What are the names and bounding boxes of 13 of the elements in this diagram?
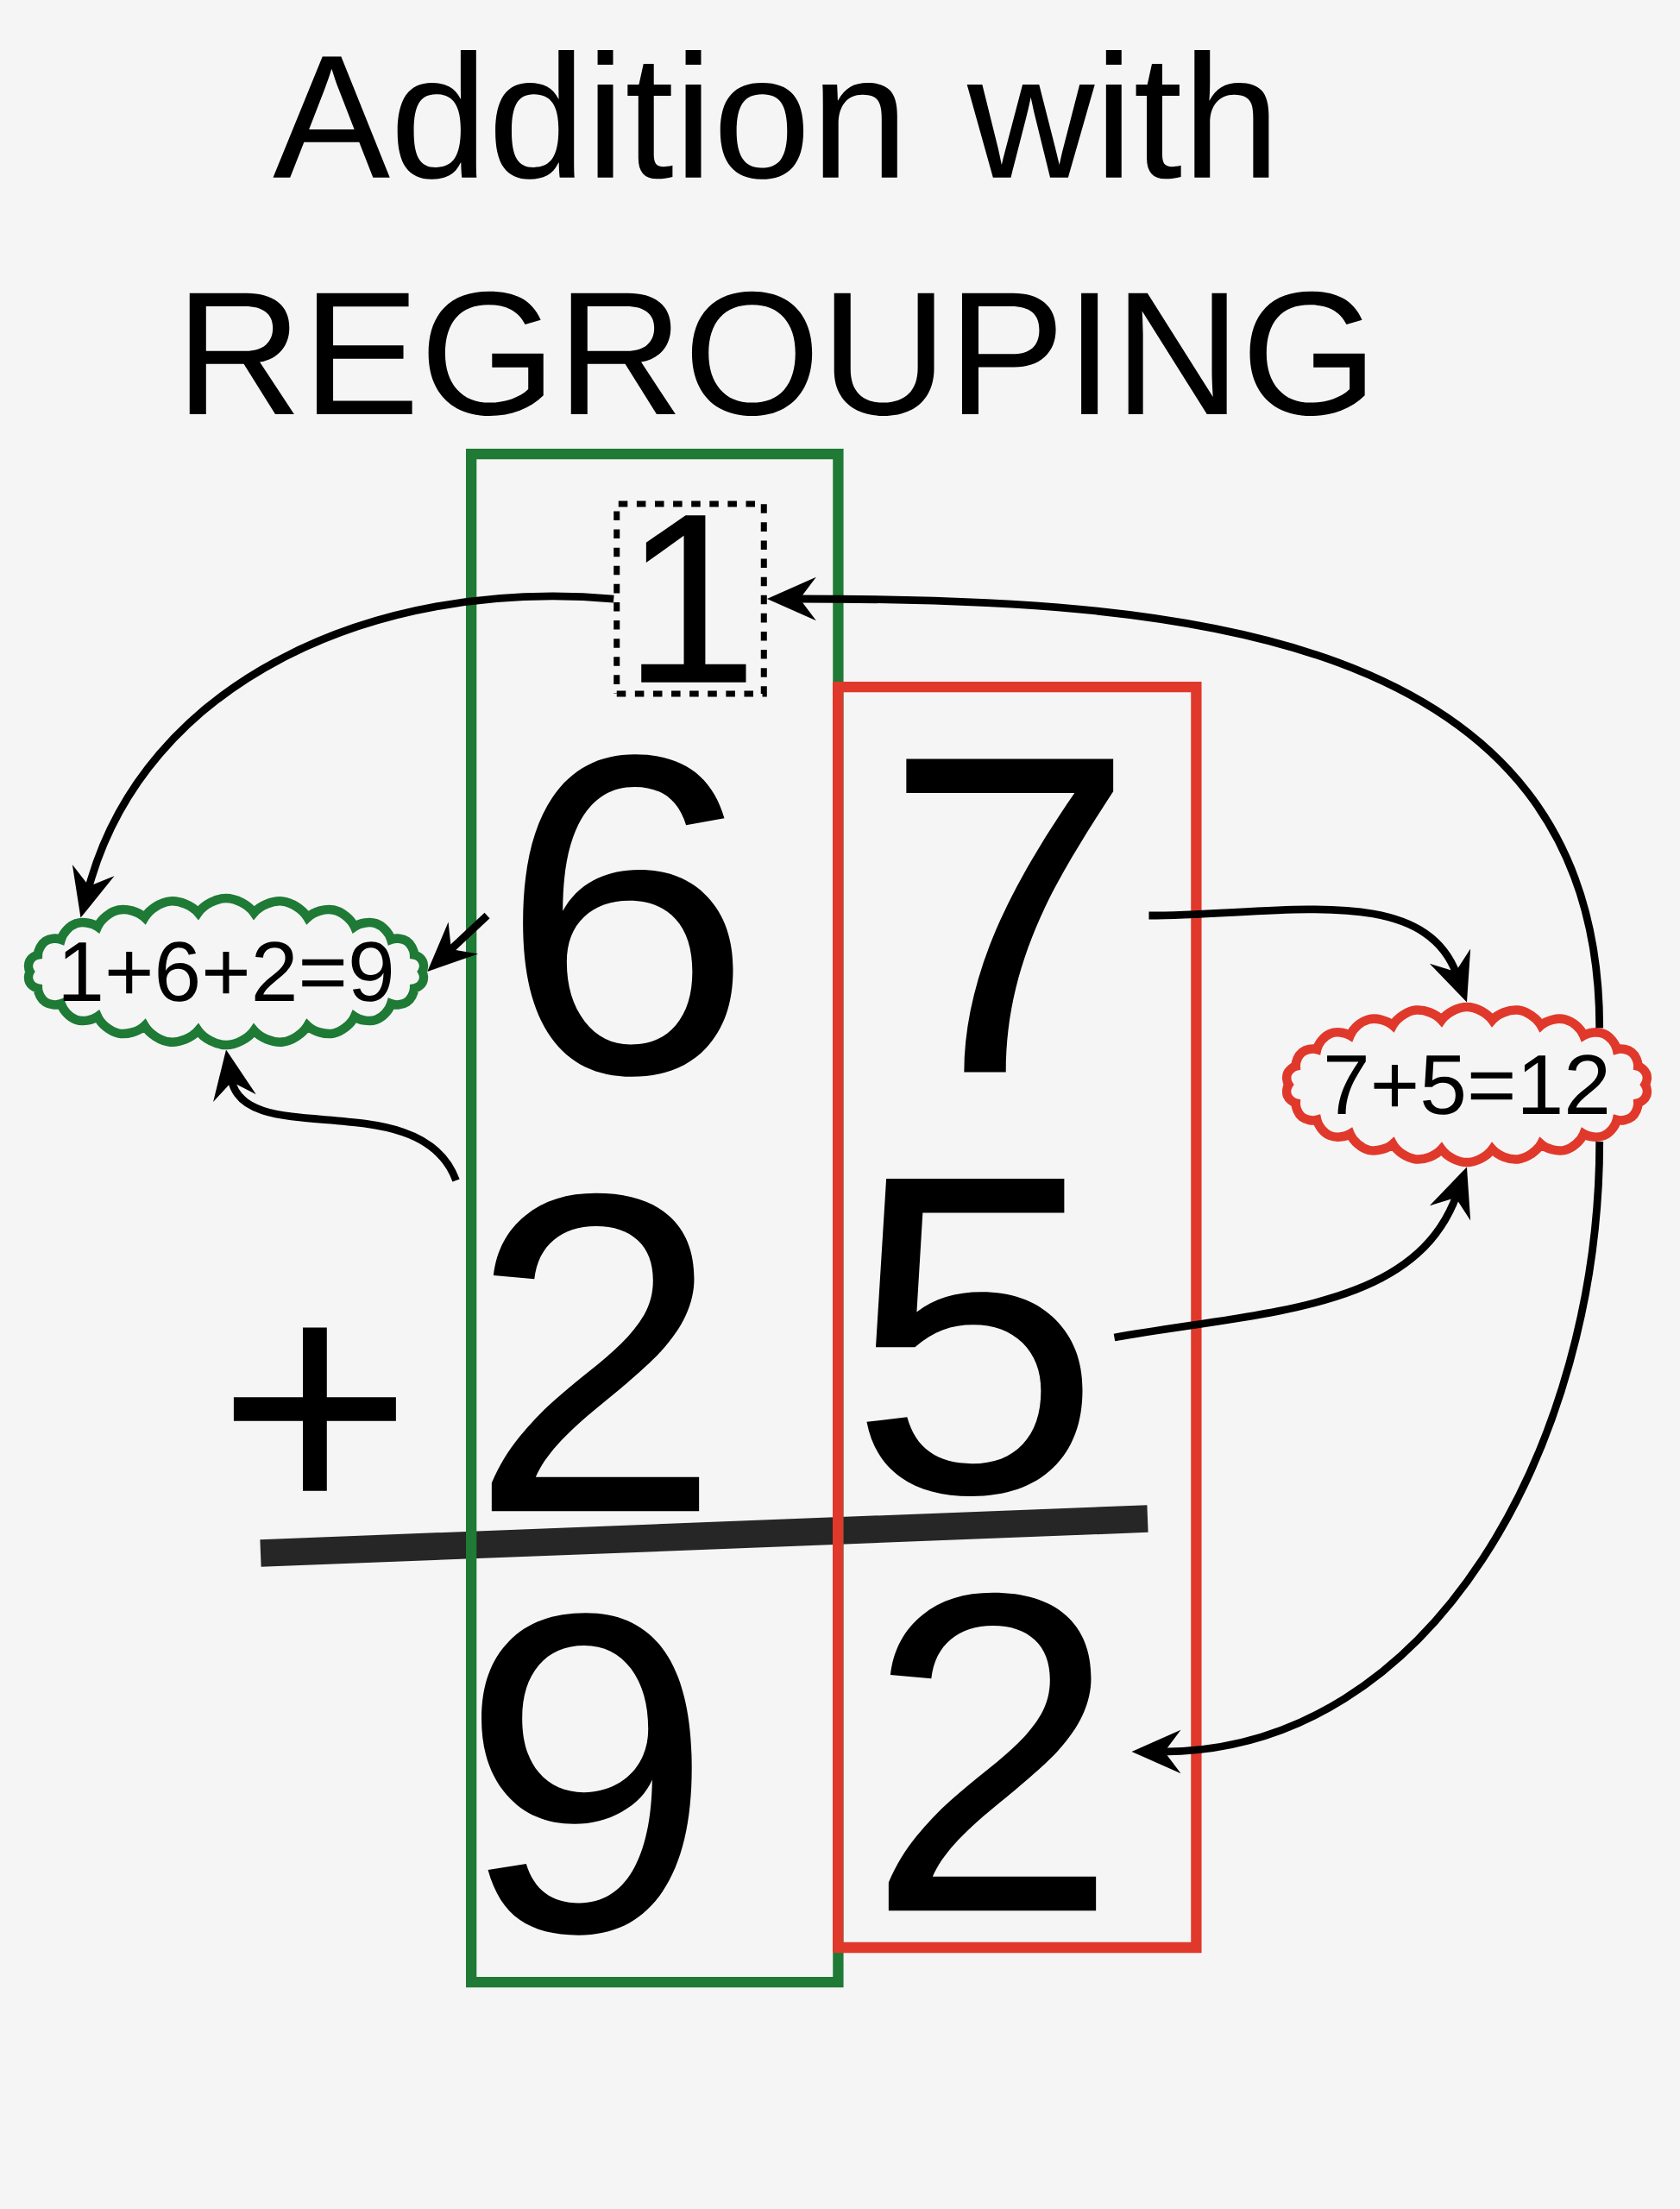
column-box (466, 449, 844, 1988)
digit: 7 (906, 758, 1114, 1073)
title: Addition with REGROUPING (189, 49, 1365, 417)
carry-digit: 1 (613, 500, 767, 697)
digit: 2 (888, 1592, 1097, 1911)
digit: 2 (491, 1193, 700, 1512)
digit: 6 (523, 754, 733, 1077)
sum-cloud: 1+6+2=9 (23, 893, 429, 1050)
digit: 9 (481, 1613, 692, 1935)
digit: 5 (866, 1179, 1083, 1497)
sum-cloud: 7+5=12 (1281, 1002, 1652, 1167)
column-box (833, 682, 1202, 1954)
plus-sign: + (233, 1327, 396, 1491)
